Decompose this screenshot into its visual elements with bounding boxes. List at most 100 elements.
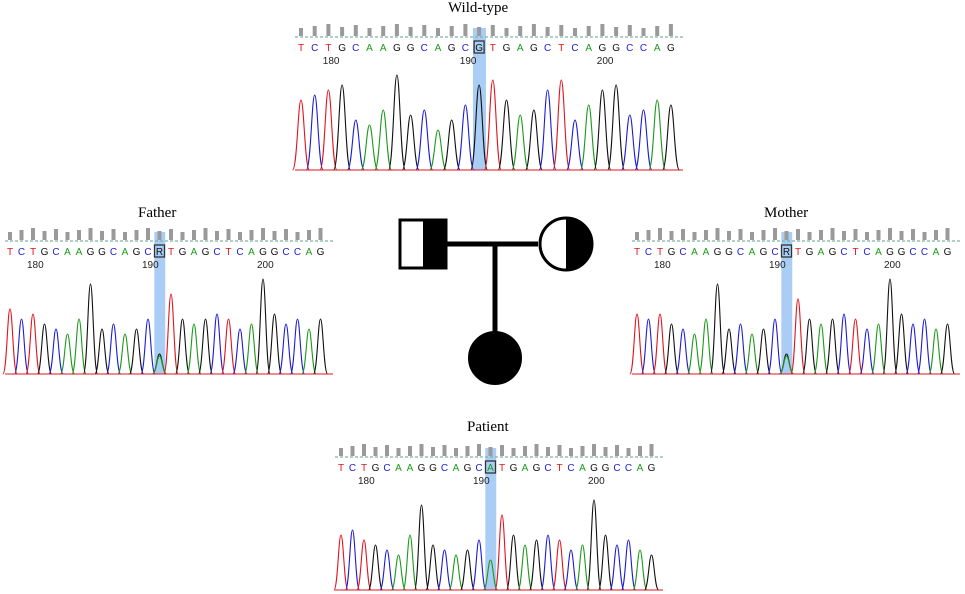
variant-base-label: G bbox=[475, 43, 483, 54]
trace-peak bbox=[428, 129, 448, 171]
quality-bar bbox=[865, 232, 869, 240]
quality-bar bbox=[727, 231, 731, 240]
trace-peak bbox=[220, 318, 237, 375]
trace-peak bbox=[813, 323, 829, 375]
position-label: 180 bbox=[27, 260, 44, 271]
trace-peak bbox=[609, 544, 625, 591]
patient-symbol bbox=[468, 331, 522, 385]
base-call-label: G bbox=[133, 247, 141, 258]
quality-bar bbox=[381, 26, 386, 36]
trace-peak bbox=[579, 104, 598, 171]
trace-peak bbox=[387, 74, 406, 171]
quality-bar bbox=[853, 229, 858, 240]
base-call-label: T bbox=[490, 43, 496, 54]
father-carrier-fill bbox=[423, 220, 446, 268]
base-call-label: A bbox=[517, 43, 524, 54]
quality-bar bbox=[557, 445, 562, 456]
quality-bar bbox=[396, 448, 401, 456]
quality-bar bbox=[586, 26, 591, 36]
trace-peak bbox=[163, 293, 179, 375]
quality-bar bbox=[431, 447, 435, 456]
trace-peak bbox=[59, 333, 76, 375]
base-call-label: C bbox=[282, 247, 289, 258]
trace-peak bbox=[255, 278, 271, 375]
quality-bar bbox=[511, 448, 516, 456]
base-call-label: A bbox=[579, 463, 586, 474]
base-call-label: A bbox=[654, 43, 661, 54]
base-call-label: C bbox=[909, 247, 916, 258]
quality-bar bbox=[477, 27, 482, 36]
base-call-label: G bbox=[725, 247, 733, 258]
trace-peak bbox=[882, 278, 898, 375]
base-call-label: C bbox=[475, 463, 482, 474]
base-call-label: C bbox=[840, 247, 847, 258]
trace-peak bbox=[483, 79, 502, 171]
quality-bar bbox=[500, 445, 504, 456]
quality-bar bbox=[641, 28, 646, 36]
quality-bar bbox=[573, 28, 577, 36]
trace-peak bbox=[497, 99, 516, 171]
trace-peak bbox=[436, 549, 453, 591]
quality-bar bbox=[340, 27, 345, 36]
quality-bar bbox=[299, 28, 303, 36]
trace-peak bbox=[470, 84, 489, 171]
quality-bar bbox=[134, 230, 139, 240]
quality-bar bbox=[559, 25, 564, 36]
base-call-label: G bbox=[98, 247, 106, 258]
quality-bar bbox=[215, 231, 219, 240]
quality-bar bbox=[54, 229, 58, 240]
trace-peak bbox=[415, 109, 434, 171]
base-call-label: A bbox=[637, 463, 644, 474]
trace-peak bbox=[243, 323, 260, 375]
trace-peak bbox=[640, 318, 657, 375]
trace-peak bbox=[732, 323, 749, 375]
quality-bar bbox=[442, 445, 447, 456]
mother-carrier-fill bbox=[566, 218, 592, 270]
trace-peak bbox=[629, 313, 645, 375]
quality-bar bbox=[326, 24, 331, 36]
trace-peak bbox=[675, 328, 691, 375]
trace-peak bbox=[767, 318, 783, 375]
quality-bar bbox=[284, 229, 288, 240]
quality-bar bbox=[635, 232, 639, 240]
quality-bar bbox=[477, 444, 481, 456]
quality-bar bbox=[261, 228, 265, 240]
trace-peak bbox=[824, 318, 841, 375]
base-call-label: C bbox=[645, 247, 652, 258]
quality-bar bbox=[600, 24, 605, 36]
quality-bar bbox=[77, 230, 81, 240]
trace-peak bbox=[333, 534, 349, 591]
quality-bar bbox=[146, 228, 150, 240]
base-call-label: G bbox=[599, 43, 607, 54]
variant-base-box bbox=[473, 40, 485, 54]
quality-bar bbox=[638, 446, 642, 456]
position-label: 190 bbox=[473, 476, 490, 487]
trace-peak bbox=[939, 323, 956, 375]
quality-bar bbox=[784, 231, 789, 240]
quality-bar bbox=[750, 232, 754, 240]
base-call-label: G bbox=[448, 43, 456, 54]
base-call-label: G bbox=[612, 43, 620, 54]
quality-bar bbox=[738, 229, 743, 240]
base-call-label: A bbox=[691, 247, 698, 258]
base-call-label: G bbox=[271, 247, 279, 258]
quality-bar bbox=[911, 229, 915, 240]
position-label: 200 bbox=[597, 56, 614, 67]
trace-peak bbox=[494, 514, 510, 591]
quality-bar bbox=[842, 231, 846, 240]
trace-peak bbox=[755, 328, 772, 375]
base-call-label: C bbox=[144, 247, 151, 258]
base-call-label: G bbox=[667, 43, 675, 54]
trace-peak bbox=[128, 328, 145, 375]
base-call-label: C bbox=[18, 247, 25, 258]
quality-bar bbox=[692, 232, 697, 240]
panel-title-mother: Mother bbox=[764, 205, 809, 221]
trace-peak bbox=[471, 539, 487, 591]
base-call-label: C bbox=[421, 43, 428, 54]
